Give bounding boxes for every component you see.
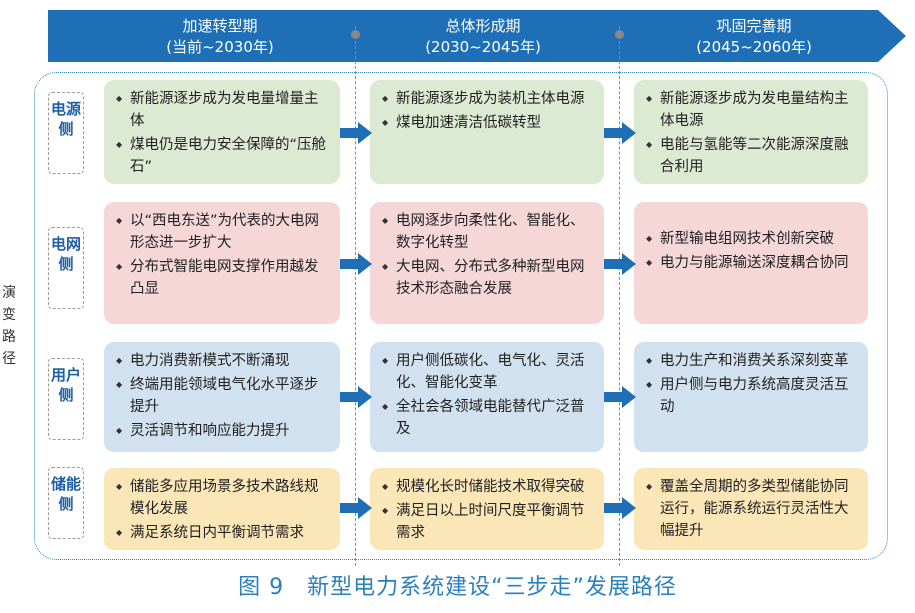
right-arrow-icon [604, 386, 636, 408]
bullet-item: 电力与能源输送深度耦合协同 [646, 252, 858, 274]
phase-3: 巩固完善期 (2045~2060年) [634, 16, 874, 58]
row-label-grid: 电网侧 [48, 227, 84, 309]
phase-name: 加速转型期 [182, 17, 258, 35]
right-arrow-icon [604, 253, 636, 275]
bullet-item: 新能源逐步成为发电量结构主体电源 [646, 88, 858, 132]
bullet-item: 储能多应用场景多技术路线规模化发展 [116, 476, 330, 520]
evolution-container [34, 72, 888, 560]
bullet-item: 规模化长时储能技术取得突破 [382, 476, 594, 498]
phase-divider-dot [615, 30, 624, 39]
phase-years: (2030~2045年) [425, 38, 541, 56]
cell-storage-phase2: 规模化长时储能技术取得突破 满足日以上时间尺度平衡调节需求 [370, 468, 604, 550]
cell-source-phase2: 新能源逐步成为装机主体电源 煤电加速清洁低碳转型 [370, 80, 604, 184]
bullet-item: 电网逐步向柔性化、智能化、数字化转型 [382, 210, 594, 254]
row-label-power-source: 电源侧 [48, 92, 84, 174]
cell-user-phase3: 电力生产和消费关系深刻变革 用户侧与电力系统高度灵活互动 [634, 342, 868, 452]
right-arrow-icon [604, 122, 636, 144]
cell-user-phase1: 电力消费新模式不断涌现 终端用能领域电气化水平逐步提升 灵活调节和响应能力提升 [104, 342, 340, 452]
phase-years: (当前~2030年) [166, 38, 274, 56]
cell-grid-phase3: 新型输电组网技术创新突破 电力与能源输送深度耦合协同 [634, 202, 868, 324]
bullet-item: 用户侧低碳化、电气化、灵活化、智能化变革 [382, 350, 594, 394]
bullet-item: 电力生产和消费关系深刻变革 [646, 350, 858, 372]
row-label-user: 用户侧 [48, 358, 84, 440]
bullet-item: 大电网、分布式多种新型电网技术形态融合发展 [382, 256, 594, 300]
bullet-item: 终端用能领域电气化水平逐步提升 [116, 374, 330, 418]
bullet-item: 覆盖全周期的多类型储能协同运行，能源系统运行灵活性大幅提升 [646, 476, 858, 542]
phase-years: (2045~2060年) [696, 38, 812, 56]
phase-name: 总体形成期 [445, 17, 521, 35]
bullet-item: 满足系统日内平衡调节需求 [116, 522, 330, 544]
cell-grid-phase2: 电网逐步向柔性化、智能化、数字化转型 大电网、分布式多种新型电网技术形态融合发展 [370, 202, 604, 324]
cell-storage-phase1: 储能多应用场景多技术路线规模化发展 满足系统日内平衡调节需求 [104, 468, 340, 550]
bullet-item: 灵活调节和响应能力提升 [116, 420, 330, 442]
phase-name: 巩固完善期 [716, 17, 792, 35]
cell-user-phase2: 用户侧低碳化、电气化、灵活化、智能化变革 全社会各领域电能替代广泛普及 [370, 342, 604, 452]
right-arrow-icon [340, 386, 372, 408]
phase-1: 加速转型期 (当前~2030年) [100, 16, 340, 58]
bullet-item: 以“西电东送”为代表的大电网形态进一步扩大 [116, 210, 330, 254]
side-title: 演变路径 [2, 285, 16, 367]
cell-grid-phase1: 以“西电东送”为代表的大电网形态进一步扩大 分布式智能电网支撑作用越发凸显 [104, 202, 340, 324]
bullet-item: 新能源逐步成为装机主体电源 [382, 88, 594, 110]
timeline-arrow: 加速转型期 (当前~2030年) 总体形成期 (2030~2045年) 巩固完善… [48, 6, 906, 66]
bullet-item: 煤电加速清洁低碳转型 [382, 112, 594, 134]
cell-source-phase1: 新能源逐步成为发电量增量主体 煤电仍是电力安全保障的“压舱石” [104, 80, 340, 184]
bullet-item: 满足日以上时间尺度平衡调节需求 [382, 500, 594, 544]
bullet-item: 煤电仍是电力安全保障的“压舱石” [116, 134, 330, 178]
bullet-item: 用户侧与电力系统高度灵活互动 [646, 374, 858, 418]
figure-caption: 图 9 新型电力系统建设“三步走”发展路径 [238, 575, 677, 600]
bullet-item: 电能与氢能等二次能源深度融合利用 [646, 134, 858, 178]
cell-storage-phase3: 覆盖全周期的多类型储能协同运行，能源系统运行灵活性大幅提升 [634, 468, 868, 550]
phase-divider-dot [351, 30, 360, 39]
phase-divider [619, 26, 620, 566]
phase-divider [355, 26, 356, 566]
bullet-item: 分布式智能电网支撑作用越发凸显 [116, 256, 330, 300]
right-arrow-icon [340, 253, 372, 275]
bullet-item: 新型输电组网技术创新突破 [646, 228, 858, 250]
right-arrow-icon [340, 122, 372, 144]
right-arrow-icon [604, 497, 636, 519]
right-arrow-icon [340, 497, 372, 519]
phase-2: 总体形成期 (2030~2045年) [363, 16, 603, 58]
row-label-storage: 储能侧 [48, 467, 84, 539]
bullet-item: 电力消费新模式不断涌现 [116, 350, 330, 372]
bullet-item: 新能源逐步成为发电量增量主体 [116, 88, 330, 132]
cell-source-phase3: 新能源逐步成为发电量结构主体电源 电能与氢能等二次能源深度融合利用 [634, 80, 868, 184]
bullet-item: 全社会各领域电能替代广泛普及 [382, 396, 594, 440]
